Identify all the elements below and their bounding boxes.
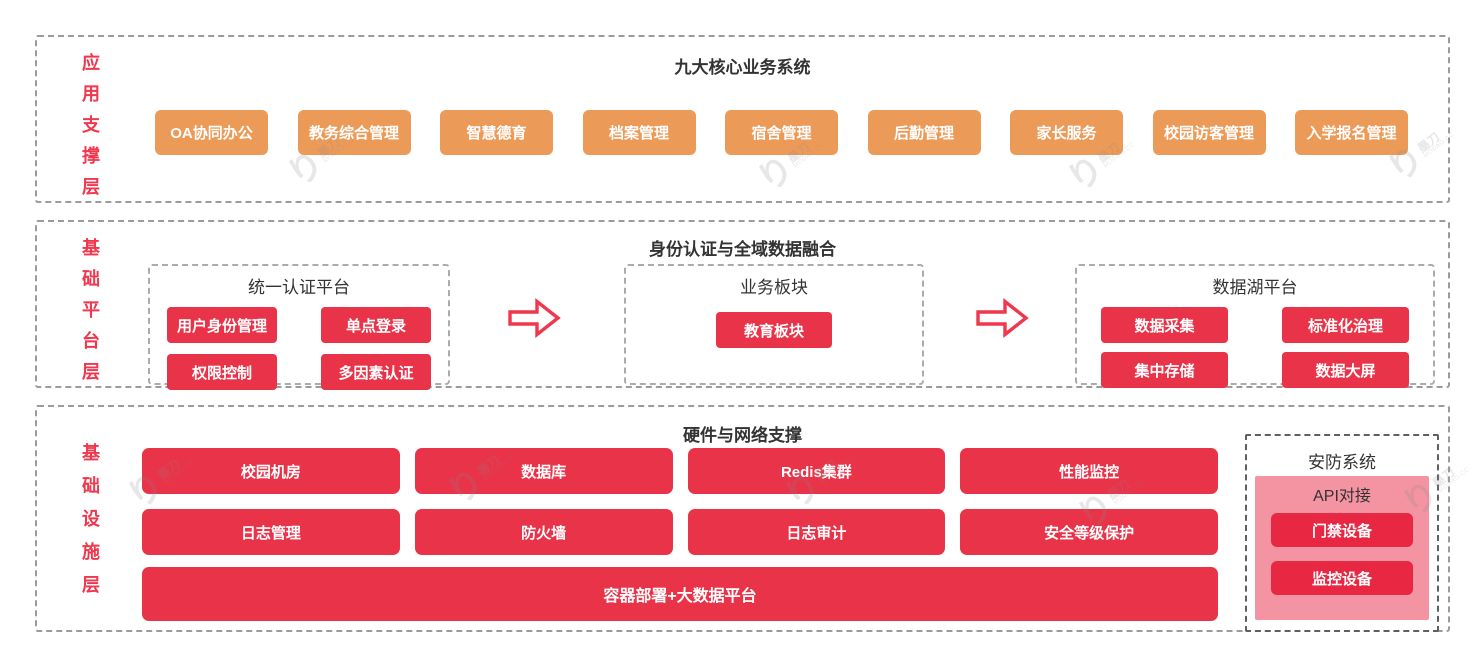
layer-label-char: 用 [82,84,100,104]
layer-label-char: 支 [82,115,100,135]
platform-item-box: 单点登录 [321,307,431,343]
layer-label-char: 应 [82,53,100,73]
group-title: 数据湖平台 [1212,278,1298,297]
system-box: 家长服务 [1010,110,1123,155]
security-device-list: 门禁设备监控设备 [1255,506,1429,595]
section-title-core-systems: 九大核心业务系统 [674,58,811,77]
layer-label-char: 基 [82,238,100,258]
layer-infrastructure: 基础设施层 硬件与网络支撑 校园机房数据库 Redis集群性能监控日志管理防火墙日… [35,405,1450,632]
infrastructure-box: Redis集群 [687,448,946,494]
infrastructure-box: 安全等级保护 [960,509,1218,555]
system-box: 宿舍管理 [725,110,838,155]
infrastructure-box: 日志审计 [687,509,946,555]
layer-label-char: 层 [82,362,100,382]
security-device-box: 门禁设备 [1271,513,1413,547]
platform-item-box: 集中存储 [1101,352,1228,388]
platform-item-box: 标准化治理 [1282,307,1409,343]
layer-app-support: 应用支撑层 九大核心业务系统 OA协同办公教务综合管理智慧德育档案管理宿舍管理后… [35,35,1450,203]
system-box: OA协同办公 [155,110,268,155]
core-systems-row: OA协同办公教务综合管理智慧德育档案管理宿舍管理后勤管理家长服务校园访客管理入学… [155,110,1408,155]
platform-item-box: 数据大屏 [1282,352,1409,388]
flow-arrow-icon [975,298,1029,338]
group-data-lake-platform: 数据湖平台 数据采集 标准化治理集中存储 数据大屏 [1075,264,1435,388]
infrastructure-grid: 校园机房数据库 Redis集群性能监控日志管理防火墙日志审计安全等级保护 [142,448,1218,555]
api-integration-title: API对接 [1313,488,1371,505]
system-box: 入学报名管理 [1295,110,1408,155]
platform-item-box: 用户身份管理 [167,307,277,343]
system-box: 后勤管理 [867,110,981,155]
layer-label-char: 平 [82,300,100,320]
infrastructure-box: 日志管理 [142,509,400,555]
platform-item-box: 教育板块 [716,312,832,348]
security-system-box: 安防系统 API对接 门禁设备监控设备 [1245,434,1439,632]
security-system-title: 安防系统 [1308,453,1376,472]
platform-item-box: 多因素认证 [321,354,431,390]
platform-item-box: 数据采集 [1101,307,1228,343]
layer-label-char: 基 [82,443,100,463]
system-box: 校园访客管理 [1152,110,1266,155]
section-title-hardware-network: 硬件与网络支撑 [683,426,802,445]
group-title: 业务板块 [740,278,808,297]
infrastructure-box: 性能监控 [960,448,1218,494]
layer-label-char: 撑 [82,146,100,166]
layer-label-char: 层 [82,575,100,595]
layer-label-char: 础 [82,476,100,496]
layer-base-platform: 基础平台层 身份认证与全域数据融合 统一认证平台 用户身份管理 单点登录权限控制 多… [35,220,1450,390]
infrastructure-box: 数据库 [414,448,673,494]
infrastructure-box: 校园机房 [142,448,400,494]
group-items: 数据采集 标准化治理集中存储 数据大屏 [1077,298,1433,388]
layer-label-base-platform: 基础平台层 [79,233,103,388]
layer-label-char: 施 [82,542,100,562]
api-integration-panel: API对接 门禁设备监控设备 [1255,476,1429,620]
group-items: 用户身份管理 单点登录权限控制 多因素认证 [150,298,448,390]
layer-label-char: 设 [82,509,100,529]
infrastructure-box: 防火墙 [414,509,673,555]
security-device-box: 监控设备 [1271,561,1413,595]
container-bigdata-box: 容器部署+大数据平台 [142,567,1218,621]
layer-label-infrastructure: 基础设施层 [79,437,103,602]
layer-label-char: 层 [82,177,100,197]
group-items: 教育板块 [626,298,922,348]
group-title: 统一认证平台 [248,278,350,297]
flow-arrow-icon [507,298,561,338]
group-unified-auth-platform: 统一认证平台 用户身份管理 单点登录权限控制 多因素认证 [148,264,450,390]
layer-label-app-support: 应用支撑层 [79,48,103,203]
group-business-sections: 业务板块 教育板块 [624,264,924,385]
layer-label-char: 础 [82,269,100,289]
platform-item-box: 权限控制 [167,354,277,390]
system-box: 教务综合管理 [297,110,411,155]
layer-label-char: 台 [82,331,100,351]
system-box: 档案管理 [582,110,696,155]
system-box: 智慧德育 [440,110,553,155]
section-title-identity-data-fusion: 身份认证与全域数据融合 [649,240,836,259]
